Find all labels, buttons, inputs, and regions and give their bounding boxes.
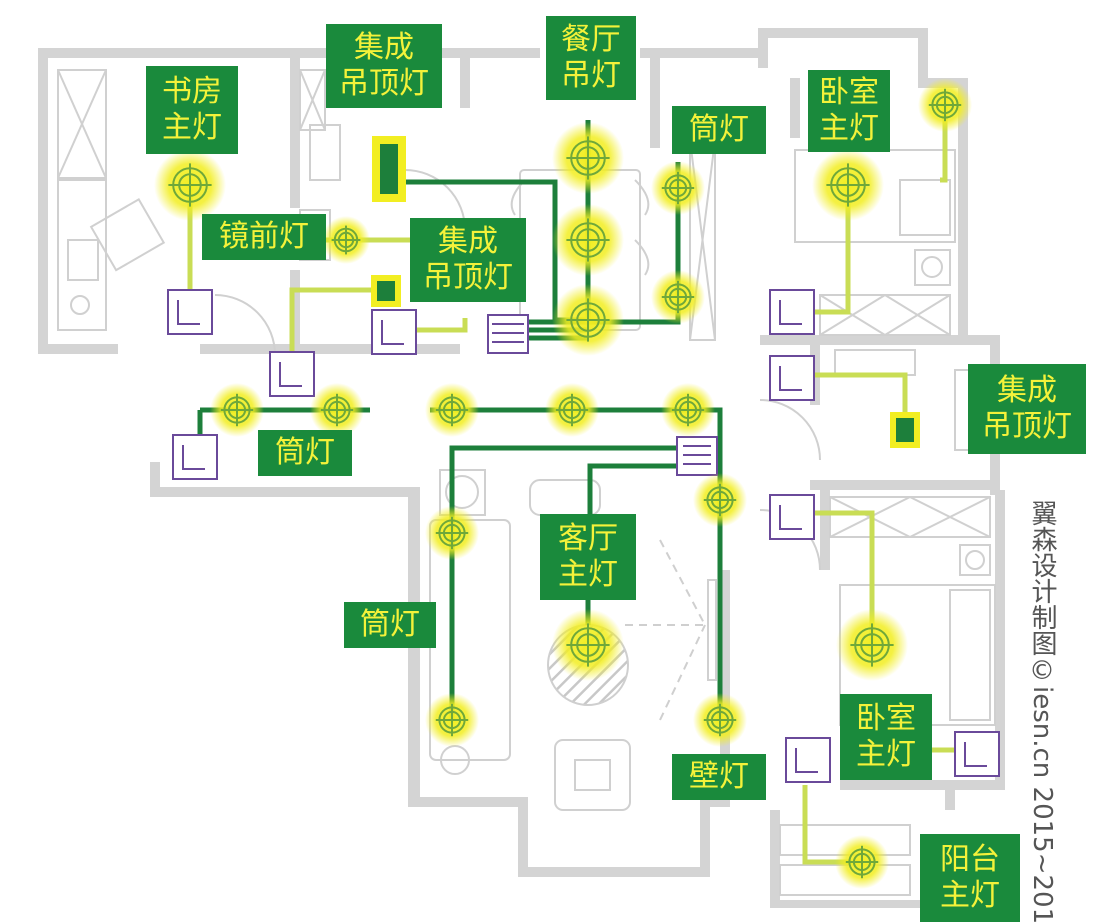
switch-bedroom-bed [954, 731, 1000, 777]
downlight-kitchen-1-icon [651, 161, 705, 215]
label-downlight-1: 筒灯 [672, 106, 766, 154]
dining-pendant-lamp-3-icon [552, 284, 624, 356]
watermark: 翼森设计制图©iesn.cn 2015~2016 [1027, 500, 1057, 922]
label-downlight-3: 筒灯 [344, 602, 436, 648]
living-main-lamp-icon [552, 609, 624, 681]
label-integrated-ceiling-3: 集成 吊顶灯 [968, 364, 1086, 454]
wall-lamp-2-icon [693, 693, 747, 747]
lamps [154, 78, 972, 889]
switch-bedroom-top [769, 289, 815, 335]
switch-corridor-1 [269, 351, 315, 397]
living-downlight-3-icon [661, 383, 715, 437]
label-integrated-ceiling-1: 集成 吊顶灯 [326, 24, 442, 108]
living-downlight-1-icon [425, 383, 479, 437]
living-downlight-5-icon [425, 693, 479, 747]
switch-bath-right [769, 355, 815, 401]
switch-corridor-2 [172, 434, 218, 480]
switch-bedroom-bottom [769, 494, 815, 540]
switch-study [167, 289, 213, 335]
label-study-main: 书房 主灯 [146, 66, 238, 154]
dining-pendant-lamp-2-icon [552, 204, 624, 276]
ceiling-panels [371, 136, 920, 448]
label-integrated-ceiling-2: 集成 吊顶灯 [410, 218, 526, 302]
label-dining-pendant: 餐厅 吊灯 [546, 16, 636, 100]
downlight-kitchen-2-icon [651, 270, 705, 324]
corridor-downlight-1-icon [210, 383, 264, 437]
bedroom-main-lamp-2-icon [836, 609, 908, 681]
switch-balcony [785, 737, 831, 783]
living-downlight-2-icon [545, 383, 599, 437]
switch-bathroom [371, 309, 417, 355]
wall-lamp-1-icon [693, 473, 747, 527]
label-bedroom-main-1: 卧室 主灯 [808, 70, 890, 152]
label-mirror-light: 镜前灯 [202, 214, 326, 260]
corridor-downlight-2-icon [310, 383, 364, 437]
label-wall-light: 壁灯 [672, 754, 766, 800]
living-downlight-4-icon [425, 506, 479, 560]
bedroom-main-lamp-1-icon [812, 149, 884, 221]
study-main-lamp-icon [154, 149, 226, 221]
bedroom-side-lamp-icon [918, 78, 972, 132]
dining-pendant-lamp-1-icon [552, 122, 624, 194]
mirror-lamp-icon [322, 216, 370, 264]
label-bedroom-main-2: 卧室 主灯 [840, 694, 932, 780]
label-balcony-main: 阳台 主灯 [920, 834, 1020, 922]
balcony-main-lamp-icon [835, 835, 889, 889]
label-downlight-2: 筒灯 [258, 430, 352, 476]
label-living-main: 客厅 主灯 [540, 514, 636, 600]
